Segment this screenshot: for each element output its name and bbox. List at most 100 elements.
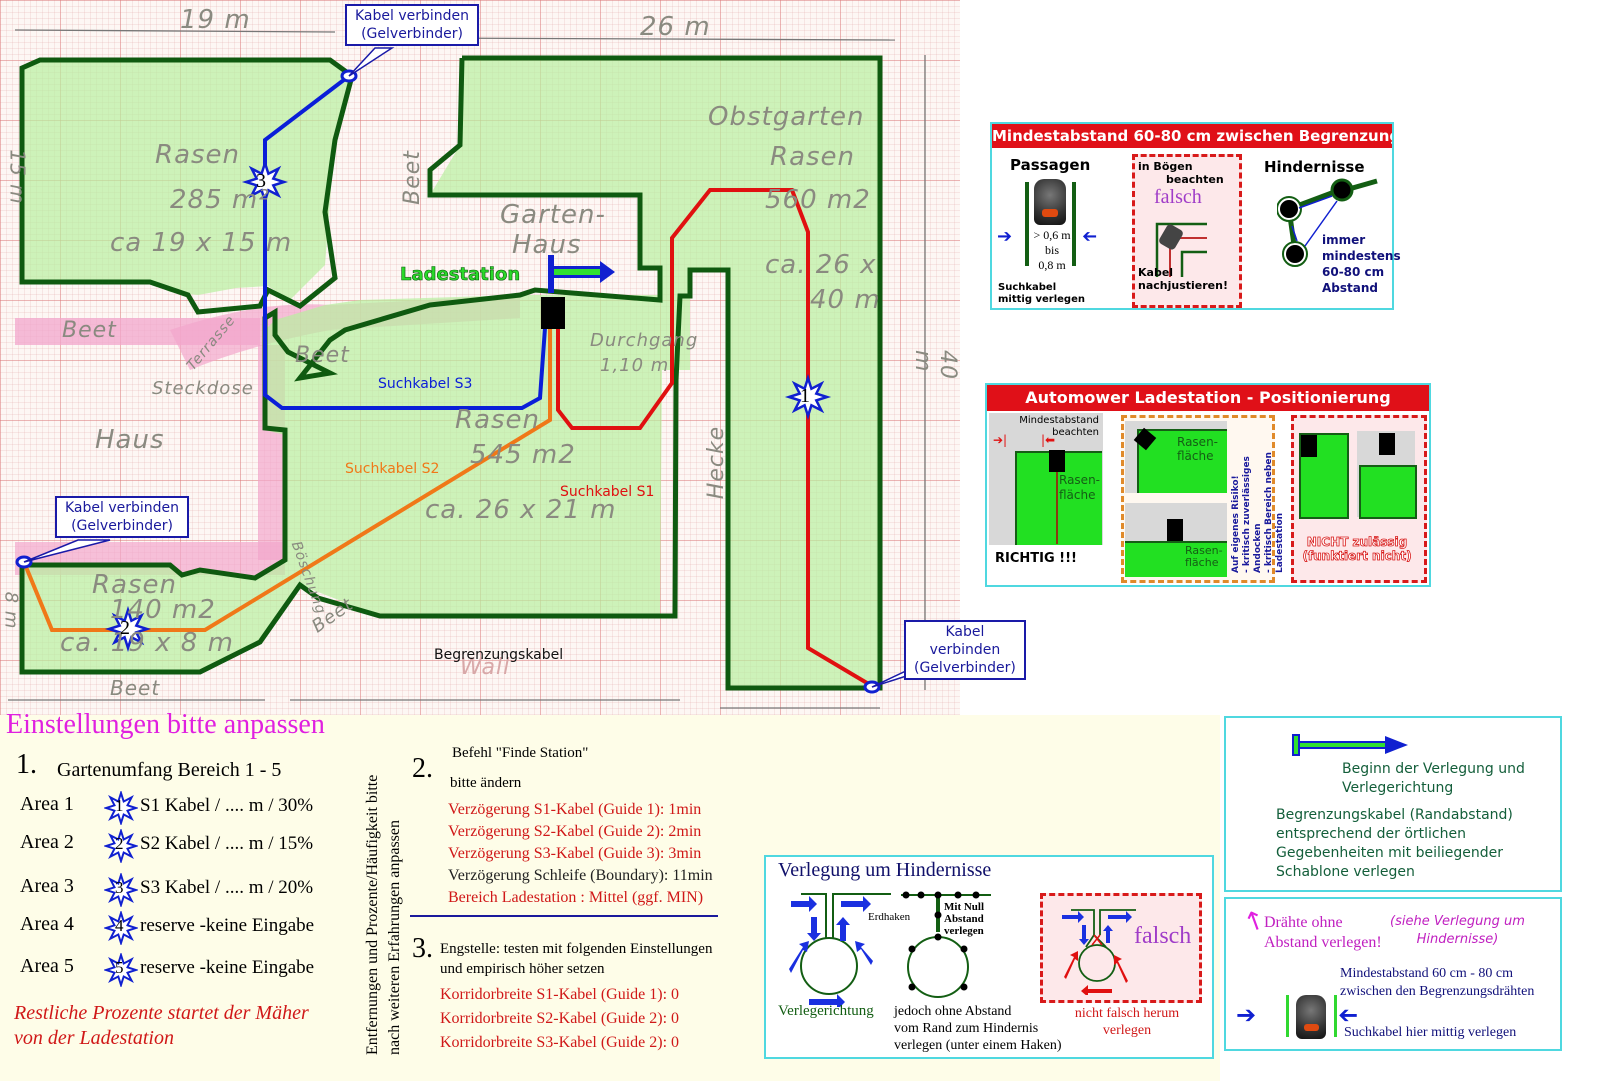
panel-title: Automower Ladestation - Positionierung xyxy=(987,385,1429,411)
connector-callout: Kabel verbinden (Gelverbinder) xyxy=(904,620,1026,680)
area-star-number: 2 xyxy=(115,834,124,853)
note-line: nach weiteren Erfahrungen anpassen xyxy=(386,820,403,1055)
callout-line: Kabel verbinden xyxy=(355,8,470,24)
guide-cable-s2 xyxy=(22,328,552,632)
note-line: Mindestabstand xyxy=(1019,415,1099,426)
beet-label: Beet xyxy=(110,676,161,700)
section-divider xyxy=(410,915,718,917)
area-1-size: 560 m2 xyxy=(765,185,871,215)
heading-line: und empirisch höher setzen xyxy=(440,961,605,977)
area-star-1-icon xyxy=(784,373,832,421)
start-direction-arrow-icon xyxy=(548,255,615,293)
note-line: Mit Null xyxy=(944,901,985,913)
arrow-left-icon: |⬅ xyxy=(1041,433,1056,447)
mower-icon xyxy=(1296,995,1326,1039)
callout-line: Kabel verbinden xyxy=(65,500,180,516)
risky-note: Auf eigenes Risiko! - kritisch zuverläss… xyxy=(1231,411,1286,573)
note-line: Abstand xyxy=(1322,281,1378,295)
lawn-icon xyxy=(1125,541,1227,577)
area-center-name: Rasen xyxy=(455,405,541,435)
measure-line: bis xyxy=(1044,243,1059,257)
guide-cable-s1-label: Suchkabel S1 xyxy=(560,484,655,500)
boundary-main xyxy=(19,55,883,691)
wires-reference: (siehe Verlegung um Hindernisse) xyxy=(1390,913,1525,949)
area-2-dims: ca. 19 x 8 m xyxy=(60,628,234,658)
durchgang-width: 1,10 m xyxy=(600,355,670,376)
find-station-setting: Verzögerung S3-Kabel (Guide 3): 3min xyxy=(448,845,702,862)
lawn-fill-3 xyxy=(22,560,300,672)
wrong-obstacle-box xyxy=(1040,893,1202,1003)
legend-line: Verlegerichtung xyxy=(1342,780,1454,796)
dim-right: 40 m xyxy=(910,350,960,380)
area-setting: reserve -keine Eingabe xyxy=(140,915,315,936)
guide-cable-s1 xyxy=(556,188,874,688)
footer-line: Restliche Prozente startet der Mäher xyxy=(14,1002,309,1024)
guide-wire-icon xyxy=(1056,472,1058,544)
area-1-dims: ca. 26 x xyxy=(765,250,877,280)
start-direction-arrow-icon xyxy=(1292,734,1408,756)
note-line: Kabel xyxy=(1138,266,1174,279)
arrow-legend: Beginn der Verlegung und Verlegerichtung xyxy=(1342,760,1525,798)
hindernisse-note: immer mindestens 60-80 cm Abstand xyxy=(1322,232,1401,296)
passagen-measure: > 0,6 m bis 0,8 m xyxy=(1030,228,1074,273)
corridor-setting: Korridorbreite S1-Kabel (Guide 1): 0 xyxy=(440,986,680,1003)
boundary-area-3 xyxy=(19,57,355,315)
area-star-2-number: 2 xyxy=(120,617,130,639)
station-icon xyxy=(1379,433,1395,455)
guide-cable-s3 xyxy=(263,74,547,410)
obstacle-wire-diagram xyxy=(1277,178,1378,267)
hook-note: jedoch ohne Abstand vom Rand zum Hindern… xyxy=(894,1003,1062,1054)
settings-footer: Restliche Prozente startet der Mäher von… xyxy=(14,1001,309,1051)
panel-station-positioning: Automower Ladestation - Positionierung M… xyxy=(985,383,1431,587)
boundary-cable-label: Begrenzungskabel xyxy=(434,647,564,663)
vertical-note: Entfernungen und Prozente/Häufigkeit bit… xyxy=(362,735,406,1055)
callout-line: (Gelverbinder) xyxy=(914,660,1016,676)
section-1-heading: Gartenumfang Bereich 1 - 5 xyxy=(57,759,282,781)
area-setting: S1 Kabel / .... m / 30% xyxy=(140,795,314,816)
area-1-sub: Rasen xyxy=(770,142,856,172)
boegen-box xyxy=(1132,154,1242,308)
panel-title: Verlegung um Hindernisse xyxy=(778,859,992,881)
area-star-number: 4 xyxy=(115,916,124,935)
passagen-note: Suchkabel mittig verlegen xyxy=(998,282,1085,306)
callout-line: (Gelverbinder) xyxy=(71,518,173,534)
garden-map: 19 m 26 m 15 m 8 m 40 m Rasen 285 m² ca … xyxy=(0,0,1026,715)
lawn-line: Rasen- xyxy=(1059,473,1100,487)
section-2-number: 2. xyxy=(412,753,433,784)
wall-label: Wall xyxy=(460,655,511,680)
note-line: - kritisch zuverlässiges Andocken xyxy=(1242,456,1263,573)
legend-line: Gegebenheiten mit beiliegender xyxy=(1276,845,1504,861)
area-3-name: Rasen xyxy=(155,140,241,170)
note-line: Abstand xyxy=(944,913,984,925)
measure-line: 0,8 m xyxy=(1038,258,1066,272)
dim-top-left: 19 m xyxy=(180,5,251,35)
settings-title: Einstellungen bitte anpassen xyxy=(6,709,325,740)
panel-wire-distance: ↑ Drähte ohne Abstand verlegen! (siehe V… xyxy=(1224,897,1562,1051)
legend-line: entsprechend der örtlichen xyxy=(1276,826,1466,842)
zero-distance-note: Mit Null Abstand verlegen xyxy=(944,901,984,937)
arrow-right-icon: ➔ xyxy=(1236,1001,1257,1029)
area-3-dims: ca 19 x 15 m xyxy=(110,228,293,258)
section-1-number: 1. xyxy=(16,749,37,780)
boegen-note: Kabel nachjustieren! xyxy=(1138,266,1228,292)
lawn-icon xyxy=(1359,465,1417,519)
section-3-number: 3. xyxy=(412,933,433,964)
note-line: verlegen (unter einem Haken) xyxy=(894,1038,1062,1053)
panel-obstacle-laying: Verlegung um Hindernisse Verlegerichtung… xyxy=(764,855,1214,1059)
boundary-wire-icon xyxy=(1025,182,1029,266)
area-3-size: 285 m² xyxy=(170,185,270,215)
note-line: mindestens xyxy=(1322,249,1401,263)
boundary-legend: Begrenzungskabel (Randabstand) entsprech… xyxy=(1276,806,1513,882)
area-label: Area 2 xyxy=(20,831,74,853)
legend-line: Begrenzungskabel (Randabstand) xyxy=(1276,807,1513,823)
note-line: - kritisch Bereich neben Ladestation xyxy=(1264,452,1285,573)
area-star-1-number: 1 xyxy=(800,385,810,407)
area-label: Area 1 xyxy=(20,793,74,815)
note-line: (siehe Verlegung um xyxy=(1390,914,1525,929)
mower-icon xyxy=(1034,179,1066,225)
guide-cable-s3-label: Suchkabel S3 xyxy=(378,376,473,392)
note-line: mittig verlegen xyxy=(998,294,1085,305)
area-label: Area 3 xyxy=(20,875,74,897)
